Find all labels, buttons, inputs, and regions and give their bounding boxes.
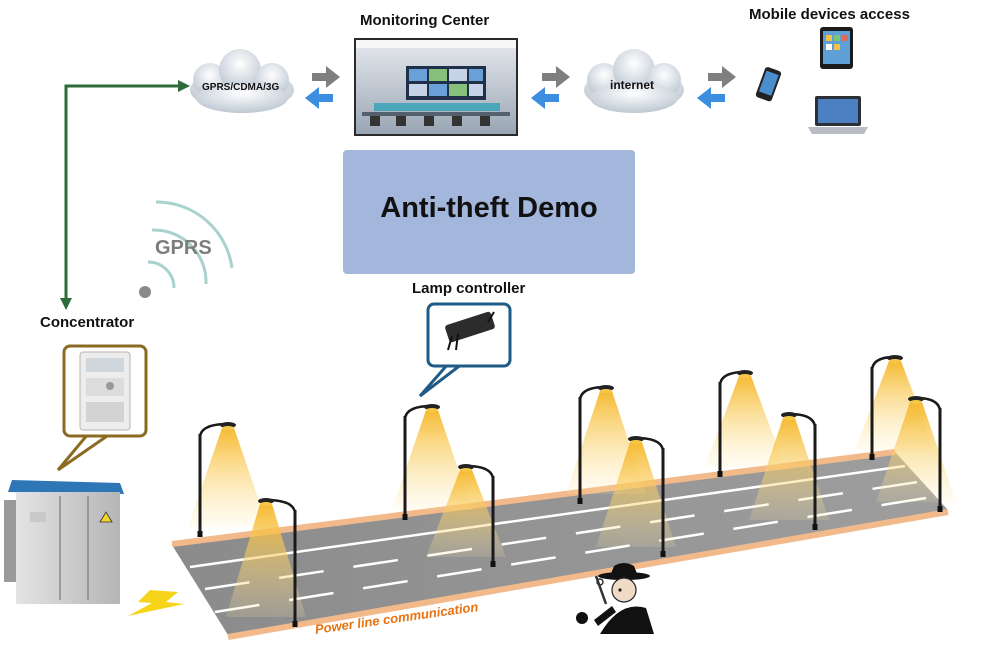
cloud-icon [584, 49, 684, 113]
arrow-left-icon [305, 87, 333, 109]
gprs-label: GPRS [155, 237, 212, 259]
street-lamp-icon [188, 422, 268, 537]
lamp-controller-icon [418, 302, 512, 398]
cloud-internet-label: internet [610, 78, 655, 92]
arrowhead-down [60, 298, 72, 310]
link-line [64, 84, 182, 305]
street-lamp-icon [876, 396, 956, 512]
signal-dot [139, 286, 151, 298]
power-cable [227, 509, 949, 640]
mobile-access-label: Mobile devices access [749, 6, 910, 23]
monitoring-center-label: Monitoring Center [360, 12, 490, 29]
street-lamp-icon [749, 412, 829, 530]
demo-box: Anti-theft Demo [343, 150, 635, 274]
phone-icon [755, 67, 782, 102]
wifi-signal-icon [147, 200, 234, 289]
laptop-icon [808, 96, 868, 134]
road [172, 452, 948, 635]
concentrator-label: Concentrator [40, 314, 135, 331]
cloud-icon [190, 49, 294, 113]
street-lamp-icon [426, 464, 506, 567]
arrow-right-icon [312, 66, 340, 88]
street-lamp-icon [705, 370, 785, 477]
arrowhead-right [178, 80, 190, 92]
arrow-right-icon [542, 66, 570, 88]
thief-icon [576, 563, 654, 634]
street-lamp-icon [596, 436, 676, 557]
monitoring-room-icon [354, 38, 518, 136]
transformer-cabinet-icon [4, 480, 124, 604]
demo-title: Anti-theft Demo [380, 192, 598, 224]
tablet-icon [820, 27, 853, 69]
lightning-icon [128, 590, 184, 616]
street-lamp-icon [226, 498, 306, 627]
arrow-left-icon [531, 87, 559, 109]
street-lamp-icon [392, 404, 472, 520]
concentrator-meter-icon [56, 344, 148, 472]
cloud-network-label: GPRS/CDMA/3G [202, 82, 280, 93]
lamp-controller-label: Lamp controller [412, 280, 526, 297]
arrow-right-icon [708, 66, 736, 88]
arrow-left-icon [697, 87, 725, 109]
